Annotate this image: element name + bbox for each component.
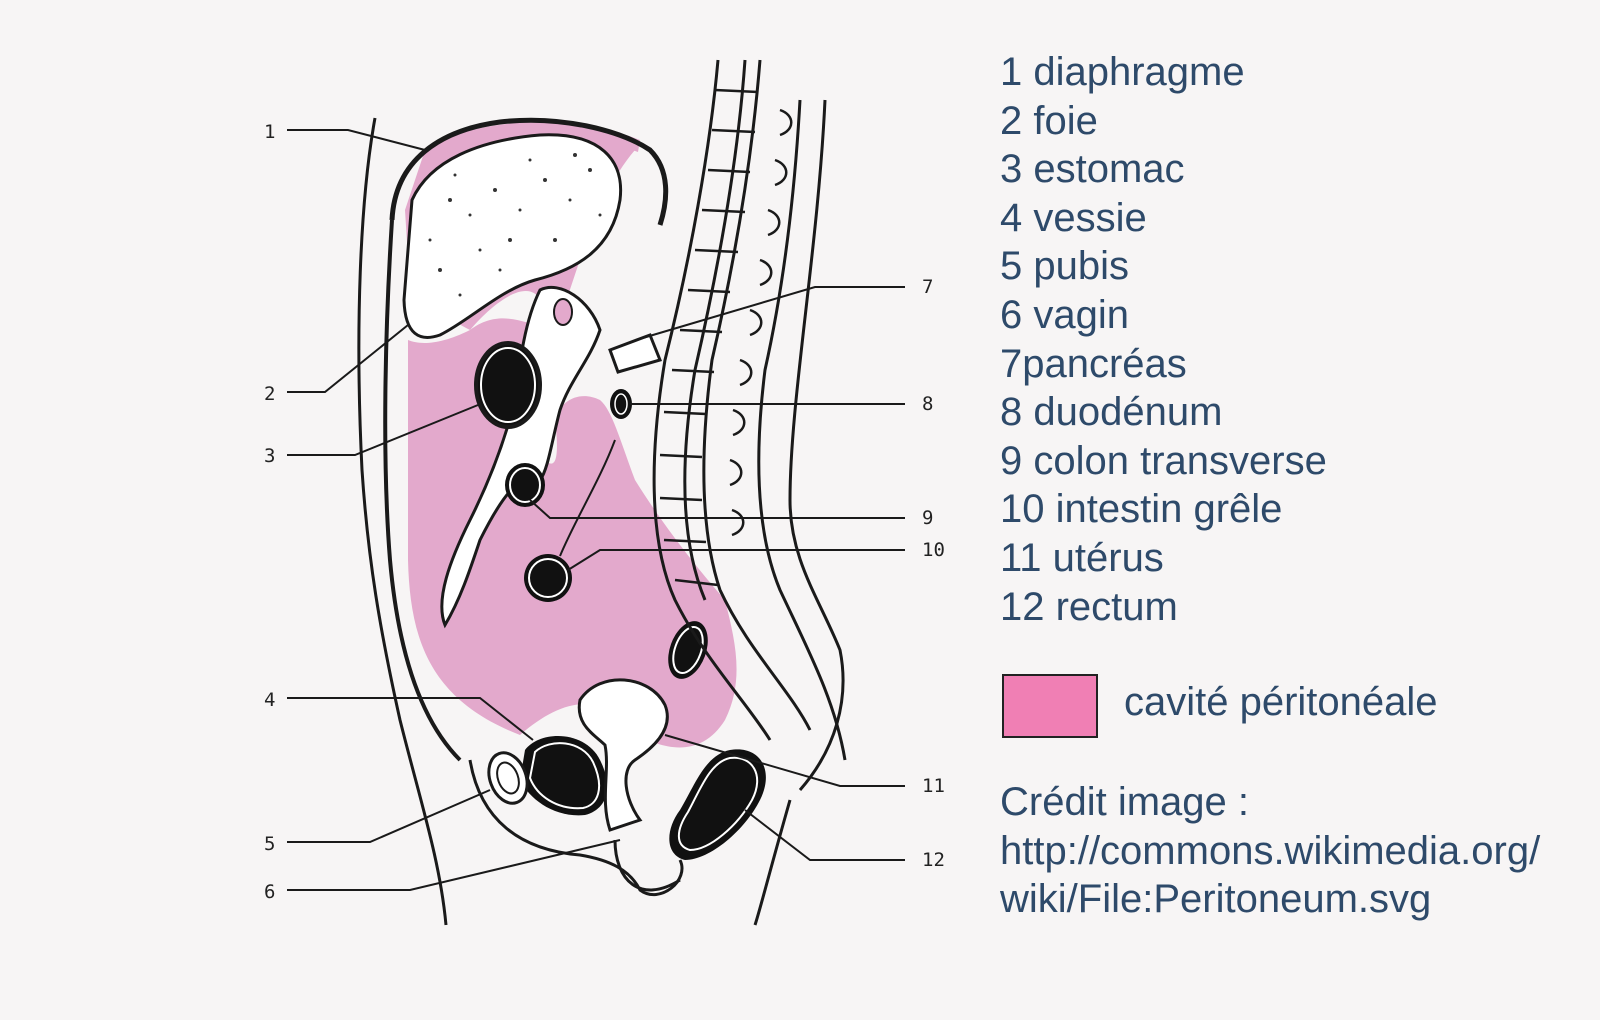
callout-9: 9 [922,507,933,529]
legend-item-duodenum: 8 duodénum [1000,390,1223,435]
callout-1: 1 [264,121,275,143]
leader-3 [287,404,479,456]
leader-9 [529,499,905,519]
legend-list: 1 diaphragme 2 foie 3 estomac 4 vessie 5… [1000,48,1327,631]
duodenum [610,389,632,419]
leader-2 [287,324,409,393]
leader-6 [287,839,621,891]
diaphragm-outline [389,117,669,226]
spinous-processes [729,108,793,537]
leader-10 [567,549,905,571]
leader-4 [287,697,534,741]
subphrenic-space [425,121,640,160]
stomach [474,341,542,429]
callout-5: 5 [264,833,275,855]
legend-item-estomac: 3 estomac [1000,147,1185,192]
transverse-colon [505,463,545,507]
legend-item-intestin-grele: 10 intestin grêle [1000,487,1283,532]
leader-7 [635,286,905,341]
legend-item-vagin: 6 vagin [1000,292,1129,337]
mesentery-hole [553,298,573,326]
legend-item-pancreas: 7pancréas [1000,341,1187,386]
legend-item-uterus: 11 utérus [1000,535,1164,580]
vertebrae [659,88,759,587]
callout-6: 6 [264,881,275,903]
rectum [669,749,766,860]
liver-texture [428,153,602,297]
leader-12 [744,809,905,861]
leader-5 [287,789,491,843]
legend-item-rectum: 12 rectum [1000,584,1178,629]
leader-11 [664,734,905,787]
leader-1 [287,129,426,151]
callout-3: 3 [264,445,275,467]
legend-item-vessie: 4 vessie [1000,195,1147,240]
mesentery-string [559,439,616,557]
vagina [613,839,681,892]
perineum [468,759,684,897]
spine [652,59,847,761]
credit-heading: Crédit image : [1000,780,1249,824]
bladder [520,736,608,816]
callout-12: 12 [922,849,945,871]
posterior-body-wall [788,99,845,791]
legend-item-diaphragme: 1 diaphragme [1000,50,1245,94]
leader-lines [287,129,905,891]
legend-item-pubis: 5 pubis [1000,244,1129,289]
sigmoid-colon [668,621,708,679]
abdominal-wall-inner [383,219,462,762]
callout-4: 4 [264,689,275,711]
legend-item-foie: 2 foie [1000,98,1098,143]
callout-2: 2 [264,383,275,405]
callout-11: 11 [922,775,945,797]
posterior-wall-lower [753,799,792,926]
image-credit: Crédit image : http://commons.wikimedia.… [1000,778,1540,924]
callout-7: 7 [922,276,933,298]
legend-item-colon-transverse: 9 colon transverse [1000,438,1327,483]
small-intestine [524,554,572,602]
uterus [577,678,669,832]
credit-url-line1: http://commons.wikimedia.org/ [1000,828,1541,873]
pancreas [608,333,663,374]
cavity-color-swatch [1002,674,1098,738]
callout-8: 8 [922,393,933,415]
callout-10: 10 [922,539,945,561]
liver [402,133,623,339]
cavity-key-label: cavité péritonéale [1124,680,1438,724]
credit-url-line2: wiki/File:Peritoneum.svg [1000,877,1432,922]
